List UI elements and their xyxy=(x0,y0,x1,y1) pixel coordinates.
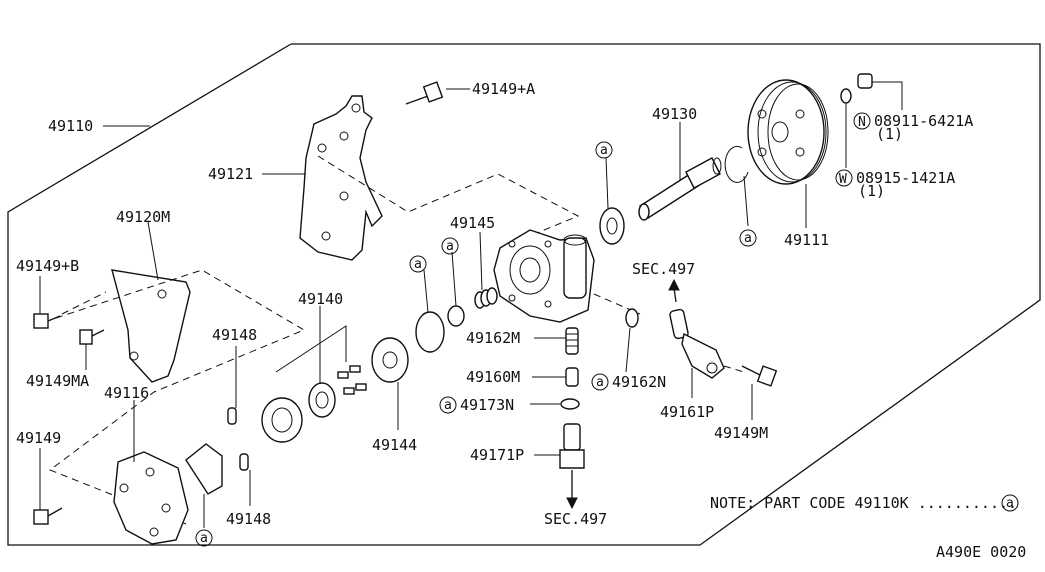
label-49130: 49130 xyxy=(652,105,697,123)
svg-text:W: W xyxy=(839,172,847,187)
fitting-49161P xyxy=(669,308,725,379)
svg-text:a: a xyxy=(414,257,422,272)
label-49161P: 49161P xyxy=(660,403,714,421)
label-washer: 08915-1421A xyxy=(856,169,955,187)
label-nut-qty: (1) xyxy=(876,125,903,143)
svg-text:N: N xyxy=(858,115,866,130)
bracket-49120M xyxy=(111,269,191,383)
seal-49162N xyxy=(625,308,639,328)
pin-49148-a xyxy=(227,407,237,425)
bolt-49149B xyxy=(33,313,61,329)
symbol-a-note xyxy=(1001,494,1019,512)
spring-49145 xyxy=(474,287,498,309)
label-washer-qty: (1) xyxy=(858,182,885,200)
cover-49116 xyxy=(113,451,189,545)
label-sec497-bottom: SEC.497 xyxy=(544,510,607,528)
valve-49162M xyxy=(565,327,579,355)
label-49116: 49116 xyxy=(104,384,149,402)
svg-text:a: a xyxy=(444,398,452,413)
svg-text:a: a xyxy=(200,531,208,546)
pump-body xyxy=(493,229,595,323)
label-sec497-top: SEC.497 xyxy=(632,260,695,278)
svg-text:a: a xyxy=(446,239,454,254)
symbol-w xyxy=(835,169,853,187)
label-49160M: 49160M xyxy=(466,368,520,386)
symbol-a-3 xyxy=(441,237,459,255)
svg-text:a: a xyxy=(1006,496,1014,511)
plate-49144 xyxy=(371,337,409,383)
label-49110: 49110 xyxy=(48,117,93,135)
o-ring-large xyxy=(415,311,445,353)
bracket-49121 xyxy=(299,95,383,261)
svg-text:a: a xyxy=(600,143,608,158)
snap-ring xyxy=(724,145,749,183)
assembly-frame xyxy=(7,43,1041,546)
label-49148b: 49148 xyxy=(226,510,271,528)
gasket xyxy=(185,443,223,495)
symbol-a-7 xyxy=(739,229,757,247)
bolt-49149MA xyxy=(79,329,105,345)
label-49148a: 49148 xyxy=(212,326,257,344)
bolt-49149M xyxy=(741,365,778,387)
vanes xyxy=(337,365,367,395)
label-49121: 49121 xyxy=(208,165,253,183)
symbol-a-2 xyxy=(409,255,427,273)
label-49173N: 49173N xyxy=(460,396,514,414)
label-49149: 49149 xyxy=(16,429,61,447)
label-49120M: 49120M xyxy=(116,208,170,226)
o-ring-small xyxy=(447,305,465,327)
shaft-49130 xyxy=(638,157,722,221)
o-ring-49173N xyxy=(560,398,580,410)
label-49162M: 49162M xyxy=(466,329,520,347)
label-49145: 49145 xyxy=(450,214,495,232)
label-49149B: 49149+B xyxy=(16,257,79,275)
valve-49160M xyxy=(565,367,579,387)
label-49111: 49111 xyxy=(784,231,829,249)
label-49149MA: 49149MA xyxy=(26,372,89,390)
cam-ring xyxy=(261,397,303,443)
rotor xyxy=(308,382,336,418)
pin-49148-b xyxy=(239,453,249,471)
symbol-a-4 xyxy=(439,396,457,414)
nut xyxy=(857,73,873,89)
symbol-a-6 xyxy=(595,141,613,159)
shaft-seal xyxy=(599,207,625,245)
label-nut: 08911-6421A xyxy=(874,112,973,130)
symbol-n xyxy=(853,112,871,130)
label-49162N: 49162N xyxy=(612,373,666,391)
svg-text:a: a xyxy=(744,231,752,246)
label-49140: 49140 xyxy=(298,290,343,308)
symbol-a-1 xyxy=(195,529,213,547)
label-49149M: 49149M xyxy=(714,424,768,442)
svg-text:a: a xyxy=(596,375,604,390)
label-49144: 49144 xyxy=(372,436,417,454)
label-49171P: 49171P xyxy=(470,446,524,464)
connector-49171P xyxy=(559,423,585,469)
bolt-49149A xyxy=(405,81,444,105)
bolt-49149 xyxy=(33,507,63,525)
washer xyxy=(840,88,852,104)
diagram-code: A490E 0020 xyxy=(936,543,1026,561)
symbol-a-5 xyxy=(591,373,609,391)
label-49149A: 49149+A xyxy=(472,80,535,98)
note-part-code: NOTE; PART CODE 49110K ........... xyxy=(710,494,1017,512)
pulley-49111 xyxy=(747,79,829,185)
